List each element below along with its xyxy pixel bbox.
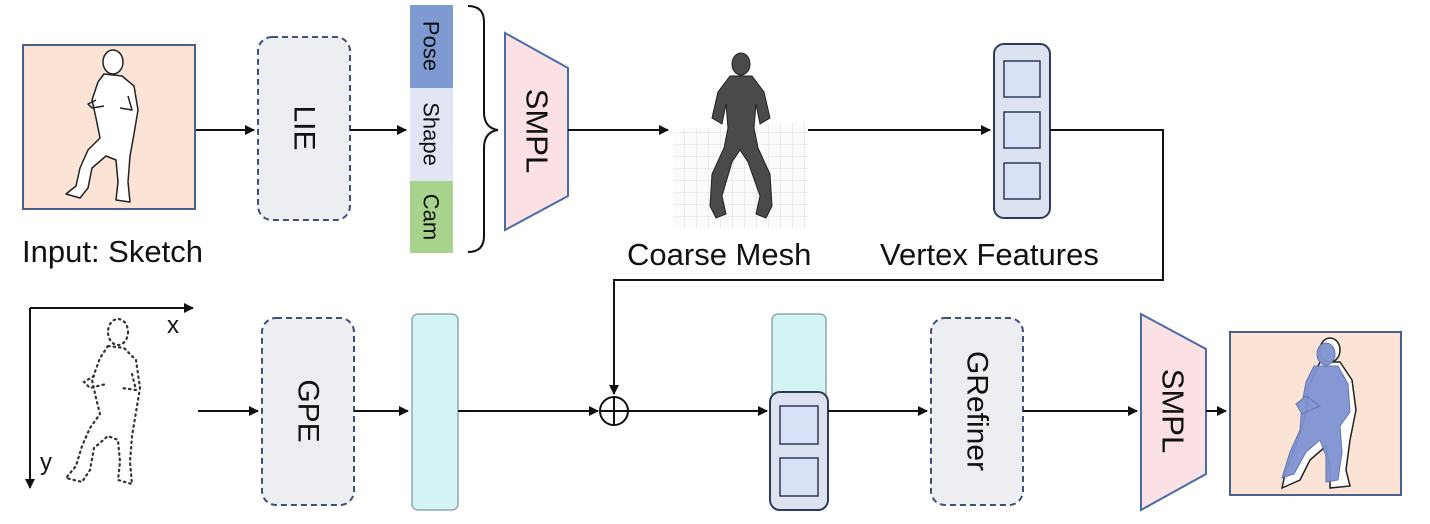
combined-features — [769, 313, 829, 511]
smpl-top-module: SMPL — [504, 31, 569, 232]
params-stack: Pose Shape Cam — [410, 5, 453, 253]
grefiner-label: GRefiner — [961, 351, 994, 471]
lie-label: LIE — [288, 105, 321, 150]
connector-vertex-to-add — [609, 129, 1164, 395]
smpl-top-label: SMPL — [520, 89, 555, 173]
params-brace — [467, 5, 499, 253]
input-sketch-panel — [22, 44, 196, 210]
combined-vertex-cell-2 — [779, 457, 819, 497]
coarse-mesh-label: Coarse Mesh — [627, 237, 811, 272]
output-body-mesh — [1281, 342, 1351, 483]
pose-block — [410, 5, 453, 88]
x-axis-label: x — [167, 312, 179, 339]
y-axis-label: y — [40, 449, 52, 476]
vertex-features-label: Vertex Features — [880, 237, 1099, 272]
vertex-cell-1 — [1003, 60, 1041, 98]
combined-vertex-cell-1 — [779, 405, 819, 445]
output-panel — [1229, 331, 1402, 496]
grefiner-module: GRefiner — [930, 317, 1024, 506]
smpl-bottom-module: SMPL — [1140, 312, 1207, 512]
sketch-figure — [65, 49, 139, 203]
axes: x y — [25, 303, 194, 489]
lie-module: LIE — [257, 36, 351, 221]
dotted-sketch — [64, 317, 142, 486]
input-label: Input: Sketch — [22, 234, 203, 269]
global-feature-bar — [411, 313, 459, 511]
mesh-body — [709, 52, 773, 219]
shape-block — [410, 88, 453, 181]
add-operator-icon — [599, 396, 629, 426]
vertex-cell-3 — [1003, 162, 1041, 200]
vertex-features-block — [993, 43, 1051, 219]
vertex-cell-2 — [1003, 111, 1041, 149]
cam-block — [410, 181, 453, 253]
cam-label: Cam — [419, 194, 444, 240]
coarse-mesh-image — [673, 52, 808, 228]
pose-label: Pose — [419, 21, 444, 71]
gpe-module: GPE — [261, 317, 355, 506]
shape-label: Shape — [419, 102, 444, 166]
gpe-label: GPE — [292, 379, 325, 442]
smpl-bottom-label: SMPL — [1156, 369, 1191, 453]
